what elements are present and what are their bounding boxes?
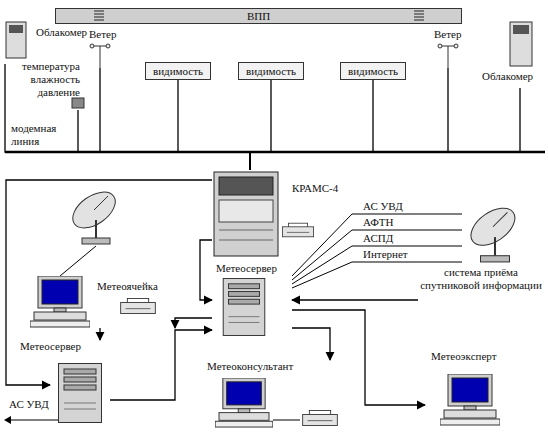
connector <box>292 310 425 405</box>
connector <box>100 68 250 170</box>
node-label: Метеоэксперт <box>431 350 496 363</box>
node-label: видимость <box>246 65 296 78</box>
node-label: Метеоячейка <box>97 280 158 293</box>
node-label: Метеосервер <box>216 262 277 275</box>
wind-sensor: Ветер <box>85 28 125 68</box>
connector <box>178 80 250 170</box>
sensor-icon <box>72 98 84 108</box>
connector <box>292 299 418 300</box>
meteo-server: Метеосервер <box>50 340 110 435</box>
line-label: АФТН <box>362 216 394 229</box>
satellite-dish <box>66 185 121 244</box>
connector <box>200 240 212 300</box>
connector <box>110 330 212 400</box>
node-label: система приёма спутниковой информации <box>418 266 544 292</box>
node-label: видимость <box>348 65 398 78</box>
connector <box>250 88 520 170</box>
anemometer-icon <box>438 44 458 68</box>
connector <box>250 68 448 170</box>
line-label: модемная линия <box>10 122 68 148</box>
server-tower <box>223 278 265 335</box>
server-tower <box>59 364 102 423</box>
line-label: Интернет <box>362 248 409 261</box>
connector <box>175 318 212 328</box>
line-label: АС УВД <box>8 398 50 411</box>
satellite-dish <box>464 201 521 262</box>
ceilometer-icon <box>510 22 532 66</box>
line-label: АСПД <box>362 232 394 245</box>
line-label: АС УВД <box>362 200 404 213</box>
printer-icon <box>303 410 338 425</box>
ceilometer: Облакомер <box>478 18 546 88</box>
connector <box>6 180 212 385</box>
runway-band: ВПП <box>55 8 462 24</box>
connector <box>99 328 100 340</box>
node-label: Облакомер <box>36 26 87 39</box>
connector <box>250 80 271 170</box>
connector <box>250 80 373 170</box>
krams-station: КРАМС-4 <box>212 170 344 258</box>
satellite-receiver: система приёма спутниковой информации <box>418 200 544 308</box>
node-label: Ветер <box>434 28 461 41</box>
node-label: КРАМС-4 <box>292 182 338 195</box>
ceilometer: Облакомер <box>2 18 97 64</box>
wind-sensor: Ветер <box>430 28 470 68</box>
anemometer-icon <box>90 44 110 68</box>
printer-icon <box>121 298 156 313</box>
connector <box>292 328 330 360</box>
computer-icon <box>440 374 500 425</box>
node-label: Метеосервер <box>20 340 81 353</box>
connector <box>78 110 250 170</box>
computer-icon <box>215 378 273 427</box>
printer-cable <box>273 420 300 421</box>
meteo-server: Метеосервер <box>212 262 292 337</box>
ceilometer-icon <box>6 22 26 58</box>
printer-icon <box>282 223 313 237</box>
node-label: Ветер <box>89 28 116 41</box>
visibility-sensor: видимость <box>238 62 304 80</box>
krams-cabinet <box>214 172 278 256</box>
node-label: Облакомер <box>482 70 533 83</box>
output-arrow <box>10 420 58 421</box>
workstation: Метеоконсультант <box>205 360 345 435</box>
node-label: видимость <box>153 65 203 78</box>
node-label: температура влажность давление <box>12 60 80 99</box>
visibility-sensor: видимость <box>145 62 211 80</box>
node-label: Метеоконсультант <box>207 360 293 373</box>
visibility-sensor: видимость <box>340 62 406 80</box>
dish-cable <box>60 246 96 276</box>
weather-sensor: температура влажность давление <box>12 58 85 110</box>
computer-icon <box>30 276 90 327</box>
arrow-head <box>4 416 11 424</box>
meteo-cell: Метеоячейка <box>25 272 175 328</box>
node-label: ВПП <box>247 10 270 23</box>
workstation: Метеоэксперт <box>425 350 540 430</box>
comm-lines <box>292 214 462 288</box>
